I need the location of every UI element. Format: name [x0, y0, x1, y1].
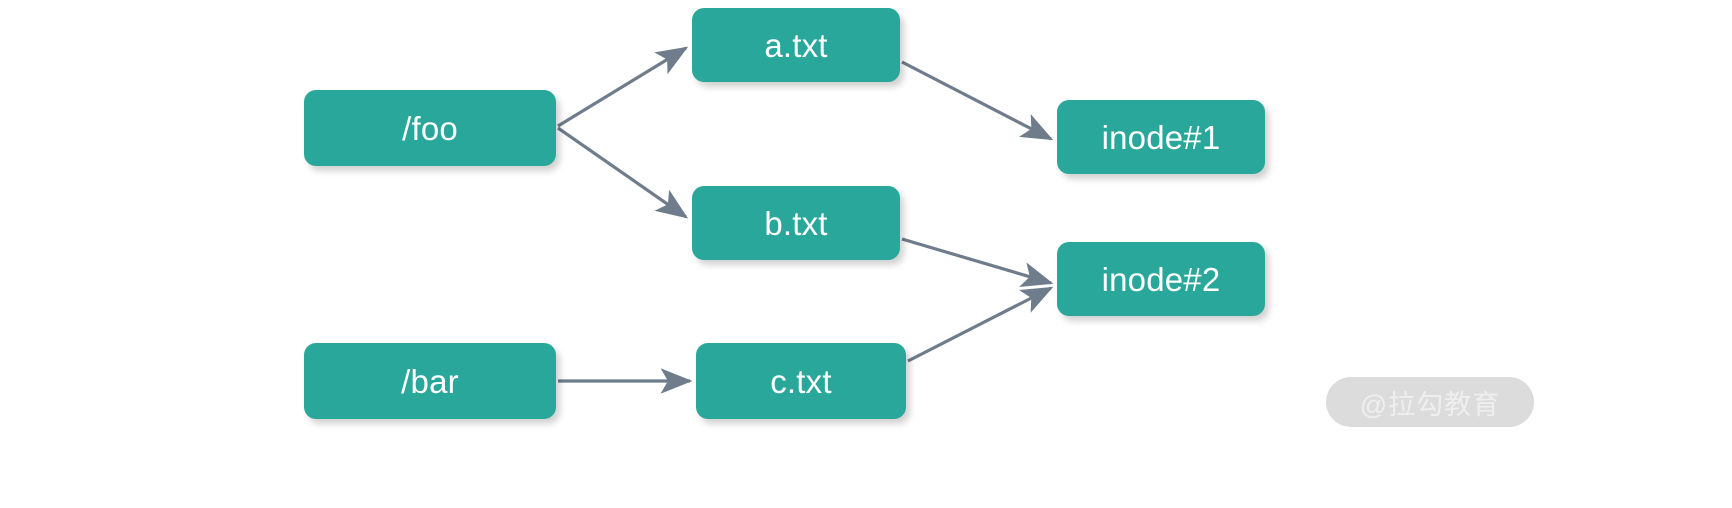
node-foo[interactable]: /foo — [304, 90, 556, 166]
node-c-txt[interactable]: c.txt — [696, 343, 906, 419]
node-inode1-label: inode#1 — [1101, 118, 1221, 156]
edge-b-txt-to-inode2 — [901, 237, 1054, 287]
node-bar[interactable]: /bar — [304, 343, 556, 419]
edge-foo-to-b-txt — [557, 126, 689, 219]
node-b-txt-label: b.txt — [764, 204, 828, 242]
node-inode2[interactable]: inode#2 — [1057, 242, 1265, 316]
node-inode1[interactable]: inode#1 — [1057, 100, 1265, 174]
edge-a-txt-to-inode1 — [901, 60, 1054, 141]
watermark-label: @拉勾教育 — [1359, 389, 1501, 420]
node-foo-label: /foo — [402, 109, 458, 147]
node-c-txt-label: c.txt — [770, 362, 832, 400]
node-bar-label: /bar — [401, 362, 459, 400]
watermark-badge: @拉勾教育 — [1326, 377, 1534, 427]
node-b-txt[interactable]: b.txt — [692, 186, 900, 260]
edge-foo-to-a-txt — [557, 46, 689, 128]
node-a-txt-label: a.txt — [764, 26, 828, 64]
node-inode2-label: inode#2 — [1101, 260, 1221, 298]
edge-c-txt-to-inode2 — [907, 286, 1054, 363]
node-a-txt[interactable]: a.txt — [692, 8, 900, 82]
